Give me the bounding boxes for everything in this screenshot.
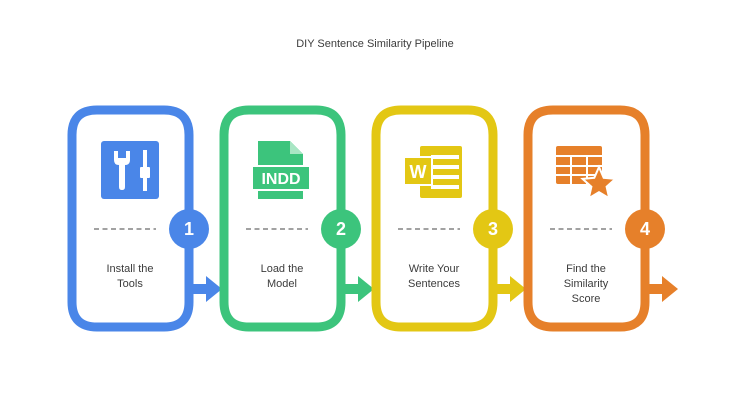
step-4 <box>523 105 678 332</box>
indd-icon-text: INDD <box>261 171 300 188</box>
step-1-arrow <box>189 276 222 302</box>
step-3-label: Write Your Sentences <box>408 263 460 290</box>
step-3-badge <box>473 209 513 249</box>
step-1-badge <box>169 209 209 249</box>
table-star-icon <box>556 146 618 201</box>
step-2-label: Load the Model <box>260 263 304 290</box>
step-2: INDD <box>219 105 374 332</box>
step-4-frame <box>523 105 650 332</box>
step-3-number: 3 <box>487 219 498 239</box>
step-3: W <box>371 105 526 332</box>
step-2-badge <box>321 209 361 249</box>
step-4-arrow <box>645 276 678 302</box>
step-1 <box>67 105 222 332</box>
indd-file-icon: INDD <box>251 141 311 199</box>
step-4-number: 4 <box>639 219 650 239</box>
tools-icon <box>101 141 159 199</box>
step-2-number: 2 <box>335 219 346 239</box>
diagram-title: DIY Sentence Similarity Pipeline <box>296 38 454 50</box>
step-3-frame <box>371 105 498 332</box>
step-1-frame <box>67 105 194 332</box>
word-document-icon: W <box>403 146 462 198</box>
step-1-number: 1 <box>183 219 194 239</box>
step-1-label: Install the Tools <box>106 263 154 290</box>
step-4-label: Find the Similarity Score <box>563 263 609 305</box>
step-3-arrow <box>493 276 526 302</box>
step-4-badge <box>625 209 665 249</box>
step-2-arrow <box>341 276 374 302</box>
word-icon-text: W <box>410 162 427 182</box>
step-2-frame <box>219 105 346 332</box>
